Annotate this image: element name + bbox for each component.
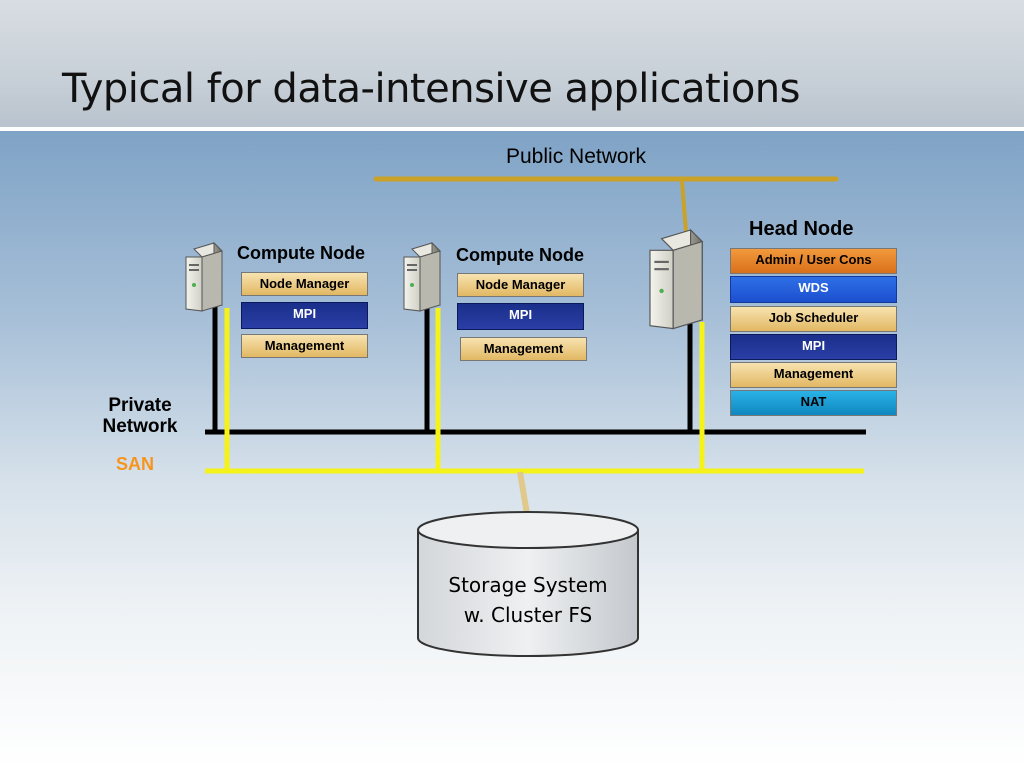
- head-node-management: Management: [730, 362, 897, 388]
- head-node-public-link: [680, 180, 688, 233]
- compute-node-2-mpi: MPI: [457, 303, 584, 330]
- head-node-server-icon: [649, 228, 704, 330]
- storage-label-line1: Storage System: [448, 573, 608, 597]
- storage-link: [517, 471, 530, 515]
- storage-label: Storage System w. Cluster FS: [418, 570, 638, 630]
- compute-node-1-node-manager: Node Manager: [241, 272, 368, 296]
- head-node-admin-user-cons: Admin / User Cons: [730, 248, 897, 274]
- compute-node-1-server-icon: [185, 241, 223, 312]
- compute-node-2-server-icon: [403, 241, 441, 312]
- san-label: SAN: [116, 454, 155, 474]
- compute-node-2-management: Management: [460, 337, 587, 361]
- private-network-label: Private Network: [80, 395, 200, 437]
- private-network-label-line2: Network: [102, 416, 178, 437]
- compute-node-1-mpi: MPI: [241, 302, 368, 329]
- head-node-mpi: MPI: [730, 334, 897, 360]
- slide-body-background: [0, 131, 1024, 768]
- head-node-job-scheduler: Job Scheduler: [730, 306, 897, 332]
- private-network-label-line1: Private: [108, 395, 172, 416]
- slide-title: Typical for data-intensive applications: [62, 66, 801, 112]
- header-banner: [0, 0, 1024, 128]
- head-node-wds: WDS: [730, 276, 897, 303]
- compute-node-2-node-manager: Node Manager: [457, 273, 584, 297]
- compute-node-2-title: Compute Node: [456, 245, 584, 265]
- header-divider: [0, 127, 1024, 131]
- head-node-title: Head Node: [749, 218, 854, 240]
- public-network-label: Public Network: [506, 145, 647, 168]
- compute-node-1-title: Compute Node: [237, 243, 365, 263]
- head-node-nat: NAT: [730, 390, 897, 416]
- storage-cylinder-icon: [417, 511, 639, 657]
- compute-node-1-management: Management: [241, 334, 368, 358]
- storage-label-line2: w. Cluster FS: [463, 603, 593, 627]
